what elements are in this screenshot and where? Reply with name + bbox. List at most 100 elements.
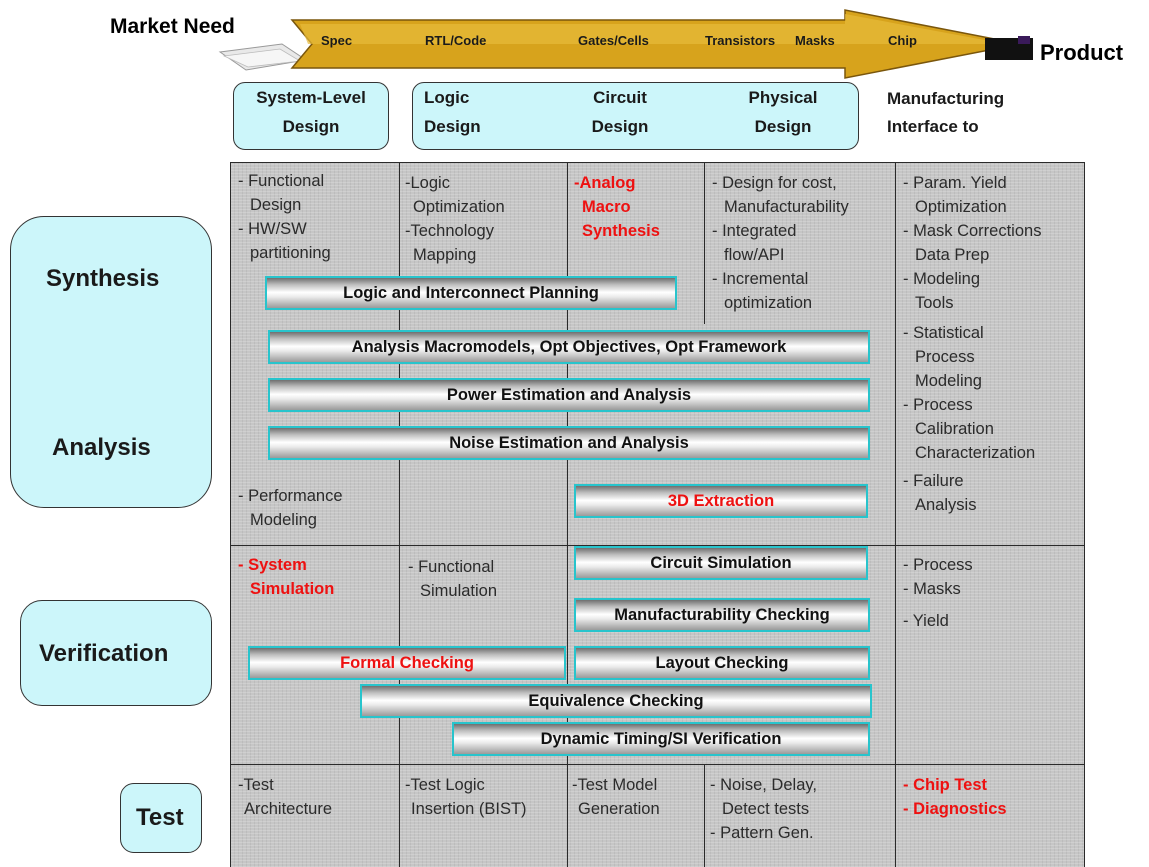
- verification-label: Verification: [39, 640, 169, 667]
- cell-line: - Masks: [903, 580, 961, 598]
- cell-line: -Test: [238, 776, 274, 794]
- cell-line: - Mask Corrections: [903, 222, 1042, 240]
- verification-box: [20, 600, 212, 706]
- cell-line: Insertion (BIST): [411, 800, 527, 818]
- cell-line: - Modeling: [903, 270, 981, 288]
- cell-test-logic-insertion: -Test Logic Insertion (BIST): [405, 773, 527, 821]
- cell-line: -Technology: [405, 222, 494, 240]
- cell-system-simulation: - System Simulation: [238, 553, 334, 601]
- system-level-line1: System-Level: [256, 88, 366, 107]
- manufacturing-label-line1: Manufacturing: [887, 89, 1005, 108]
- cell-line: - HW/SW: [238, 220, 307, 238]
- cell-performance-modeling: - Performance Modeling: [238, 484, 343, 532]
- bar-power-estimation: Power Estimation and Analysis: [268, 378, 870, 412]
- stage-spec: Spec: [321, 33, 353, 48]
- cell-line: - Functional: [408, 558, 495, 576]
- cell-line: - Yield: [903, 612, 949, 630]
- cell-line: - Chip Test: [903, 776, 988, 794]
- cell-line: Synthesis: [582, 222, 660, 240]
- cell-test-model-generation: -Test Model Generation: [572, 773, 660, 821]
- grid-divider-v1: [399, 162, 400, 867]
- market-need-label: Market Need: [110, 15, 235, 38]
- cell-line: Architecture: [244, 800, 333, 818]
- grid-border-left: [230, 162, 231, 867]
- synthesis-analysis-box: [10, 216, 212, 508]
- design-flow-arrow: [218, 9, 1033, 79]
- cell-line: -Logic: [405, 174, 450, 192]
- system-level-line2: Design: [282, 117, 340, 136]
- bar-layout-checking: Layout Checking: [574, 646, 870, 680]
- cell-physical-synthesis: - Design for cost, Manufacturability - I…: [712, 171, 849, 315]
- grid-divider-h2: [230, 764, 1085, 765]
- stage-gates: Gates/Cells: [578, 33, 649, 48]
- cell-chip-test: - Chip Test - Diagnostics: [903, 773, 1007, 821]
- cell-line: - Statistical: [903, 324, 984, 342]
- cell-line: Modeling: [250, 511, 317, 529]
- cell-line: Modeling: [915, 372, 982, 390]
- logic-design-line1: Logic: [424, 88, 470, 107]
- cell-line: Tools: [915, 294, 954, 312]
- cell-line: optimization: [724, 294, 813, 312]
- grid-border-top: [230, 162, 1085, 163]
- cell-line: Calibration: [915, 420, 994, 438]
- cell-circuit-synthesis: -Analog Macro Synthesis: [574, 171, 660, 243]
- grid-border-right: [1084, 162, 1085, 867]
- cell-logic-synthesis: -Logic Optimization -Technology Mapping: [405, 171, 505, 267]
- cell-line: Optimization: [915, 198, 1007, 216]
- cell-line: - Design for cost,: [712, 174, 837, 192]
- bar-circuit-simulation: Circuit Simulation: [574, 546, 868, 580]
- product-label: Product: [1040, 40, 1124, 65]
- cell-line: - Performance: [238, 487, 343, 505]
- cell-line: - Process: [903, 556, 973, 574]
- stage-masks: Masks: [795, 33, 835, 48]
- cell-line: - Integrated: [712, 222, 797, 240]
- test-label: Test: [136, 804, 184, 831]
- bar-analysis-macromodels: Analysis Macromodels, Opt Objectives, Op…: [268, 330, 870, 364]
- cell-line: Process: [915, 348, 975, 366]
- cell-line: Data Prep: [915, 246, 990, 264]
- bar-manufacturability-checking: Manufacturability Checking: [574, 598, 870, 632]
- cell-line: - Incremental: [712, 270, 809, 288]
- test-box: [120, 783, 202, 853]
- grid-divider-h1: [230, 545, 1085, 546]
- cell-line: Characterization: [915, 444, 1036, 462]
- cell-manufacturing-synthesis-analysis: - Param. Yield Optimization - Mask Corre…: [903, 171, 1041, 517]
- cell-functional-simulation: - Functional Simulation: [408, 555, 497, 603]
- analysis-label: Analysis: [52, 434, 151, 461]
- physical-design-line1: Physical: [748, 88, 818, 107]
- cell-line: - Noise, Delay,: [710, 776, 817, 794]
- cell-line: - Failure: [903, 472, 964, 490]
- grid-divider-v3a: [704, 162, 705, 324]
- cell-line: - Pattern Gen.: [710, 824, 814, 842]
- cell-line: -Test Model: [572, 776, 658, 794]
- cell-line: Manufacturability: [724, 198, 849, 216]
- stage-chip: Chip: [888, 33, 917, 48]
- cell-line: Macro: [582, 198, 631, 216]
- bar-formal-checking: Formal Checking: [248, 646, 566, 680]
- cell-test-patterns: - Noise, Delay, Detect tests - Pattern G…: [710, 773, 817, 845]
- cell-line: - Functional: [238, 172, 325, 190]
- grid-divider-v4: [895, 162, 896, 867]
- cell-line: - System: [238, 556, 307, 574]
- cell-line: Detect tests: [722, 800, 810, 818]
- cell-line: Design: [250, 196, 302, 214]
- system-level-design-box: [233, 82, 389, 150]
- cell-line: Mapping: [413, 246, 477, 264]
- cell-line: partitioning: [250, 244, 331, 262]
- grid-divider-v3b: [704, 764, 705, 867]
- bar-noise-estimation: Noise Estimation and Analysis: [268, 426, 870, 460]
- bar-3d-extraction: 3D Extraction: [574, 484, 868, 518]
- synthesis-label: Synthesis: [46, 265, 160, 292]
- cell-line: -Test Logic: [405, 776, 485, 794]
- grid-divider-v2: [567, 162, 568, 867]
- cell-line: Simulation: [250, 580, 335, 598]
- bar-logic-interconnect-planning: Logic and Interconnect Planning: [265, 276, 677, 310]
- cell-line: Simulation: [420, 582, 498, 600]
- cell-line: - Process: [903, 396, 973, 414]
- cell-line: -Analog: [574, 174, 636, 192]
- cell-line: - Diagnostics: [903, 800, 1007, 818]
- circuit-design-line2: Design: [591, 117, 649, 136]
- physical-design-line2: Design: [754, 117, 812, 136]
- circuit-design-line1: Circuit: [593, 88, 647, 107]
- cell-system-synthesis: - Functional Design - HW/SW partitioning: [238, 169, 331, 265]
